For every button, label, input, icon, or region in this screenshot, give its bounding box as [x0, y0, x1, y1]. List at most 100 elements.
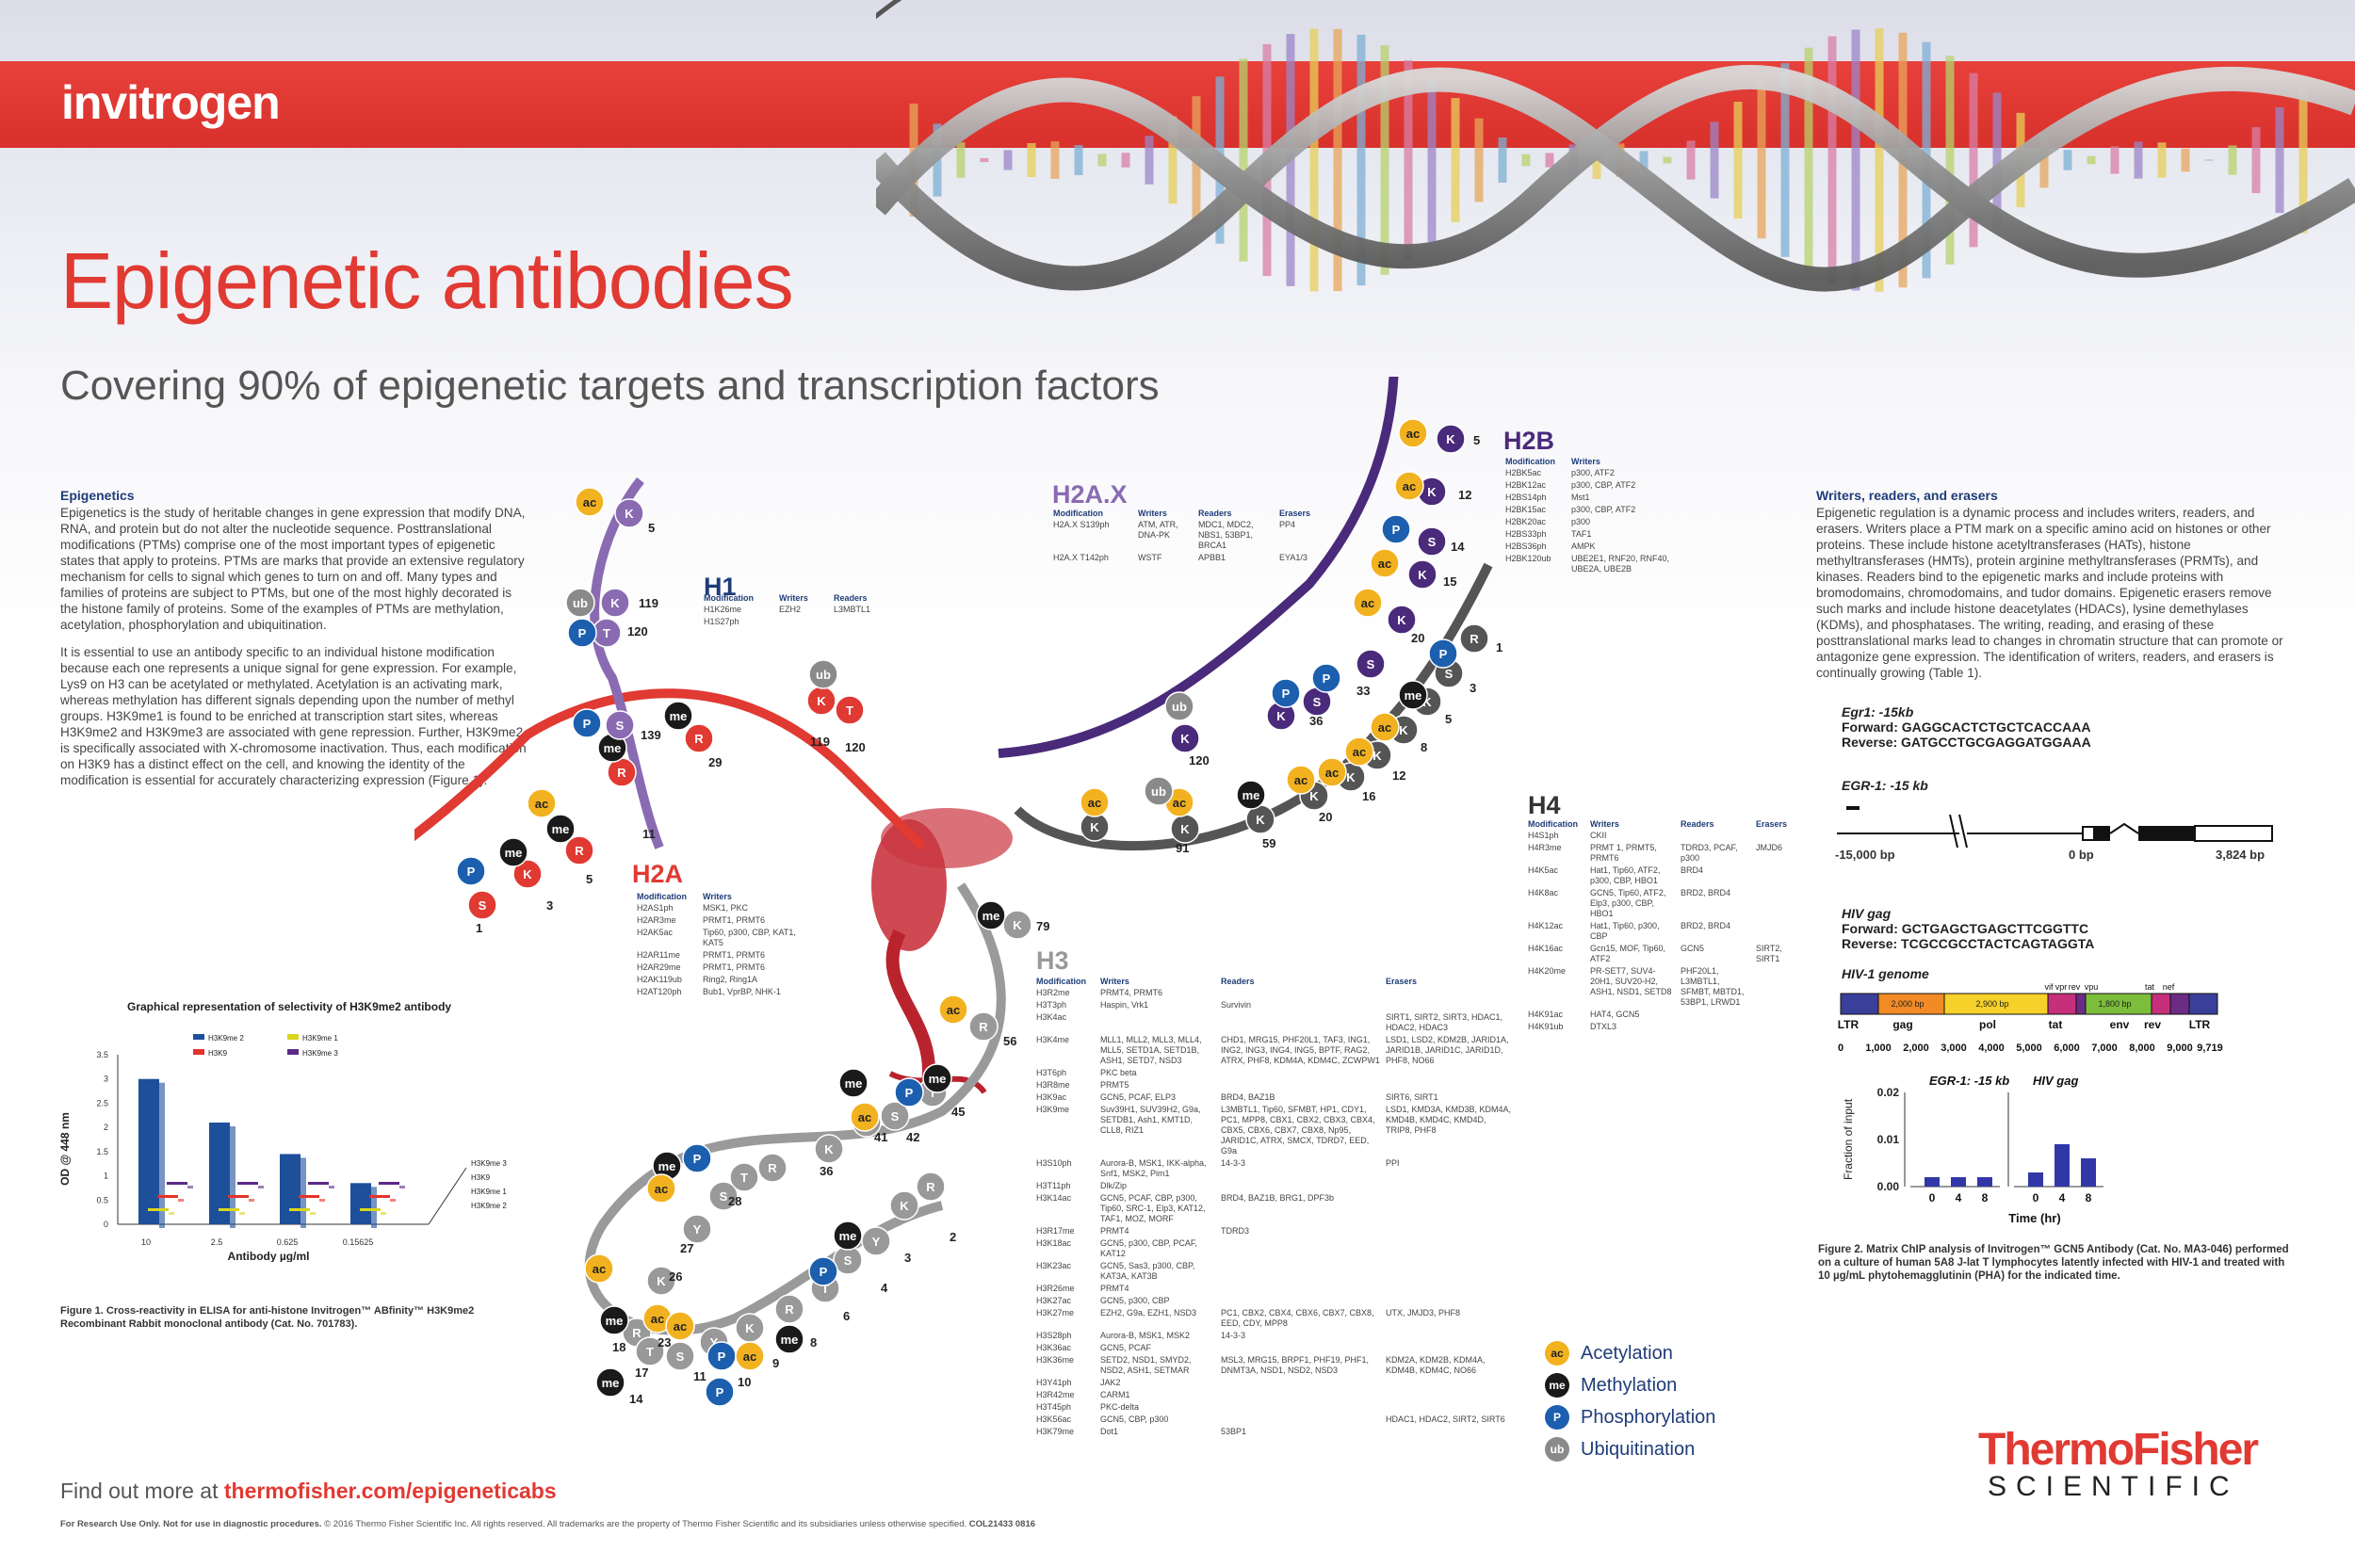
bar [379, 1182, 399, 1185]
genome-segment [2169, 993, 2190, 1015]
svg-text:Y: Y [872, 1235, 881, 1249]
table-header: Modification [1528, 819, 1578, 829]
y-tick-label: 2.5 [96, 1098, 108, 1107]
residue-number: 14 [1451, 540, 1465, 554]
residue-number: 79 [1036, 919, 1049, 933]
writers-paragraph: Epigenetic regulation is a dynamic proce… [1816, 506, 2283, 680]
table-cell: H3K14ac [1036, 1193, 1072, 1203]
y-tick-label: 0 [104, 1220, 108, 1229]
table-cell: UBE2E1, RNF20, RNF40, UBE2A, UBE2B [1571, 554, 1670, 574]
residue-bead: K [600, 588, 630, 618]
acetylation-icon: ac [1398, 418, 1428, 448]
table-cell: Dot1 [1100, 1427, 1119, 1436]
residue-number: 23 [658, 1335, 671, 1350]
svg-text:me: me [781, 1333, 799, 1347]
x-tick-label: 0 [2033, 1191, 2039, 1204]
acetylation-icon: ac [1545, 1341, 1569, 1366]
histone-label-h1: H1 [704, 573, 737, 601]
bar [350, 1183, 371, 1224]
table-cell [1100, 1012, 1221, 1033]
table-cell: SIRT6, SIRT1 [1386, 1092, 1438, 1102]
svg-text:S: S [1313, 695, 1322, 709]
svg-text:ac: ac [1294, 773, 1307, 787]
svg-text:me: me [839, 1229, 857, 1243]
table-cell: H4K91ub [1528, 1022, 1564, 1031]
x-axis-label: Time (hr) [2008, 1211, 2060, 1225]
acetylation-icon: ac [850, 1102, 880, 1132]
svg-text:R: R [632, 1326, 642, 1340]
residue-bead: R [1459, 623, 1489, 654]
svg-text:K: K [1256, 813, 1265, 827]
residue-number: 8 [1421, 740, 1427, 754]
residue-number: 119 [639, 596, 658, 610]
egr1-tick-end: 3,824 bp [2216, 848, 2266, 862]
residue-number: 139 [641, 728, 661, 742]
table-cell: H3R42me [1036, 1390, 1075, 1399]
legend-item-methylation: me Methylation [1545, 1369, 1715, 1401]
hiv-gag-reverse: Reverse: TCGCCGCCTACTCAGTAGGTA [1842, 936, 2095, 951]
table-cell: L3MBTL1, Tip60, SFMBT, HP1, CDY1, PC1, M… [1221, 1105, 1375, 1156]
table-cell [1756, 1010, 1801, 1020]
table-cell: H2BK5ac [1505, 468, 1542, 477]
table-header: Readers [1221, 977, 1255, 986]
residue-number: 3 [1470, 681, 1476, 695]
egr1-gene-track [1837, 806, 2273, 849]
residue-bead: K [889, 1190, 919, 1220]
residue-bead: K [1002, 910, 1032, 940]
svg-text:R: R [785, 1302, 794, 1317]
bar-side [169, 1212, 174, 1215]
footer-url-link[interactable]: thermofisher.com/epigeneticabs [223, 1479, 557, 1503]
residue-bead: K [814, 1134, 844, 1164]
bar [280, 1154, 300, 1224]
y-axis-label: OD @ 448 nm [58, 1112, 72, 1186]
svg-text:me: me [602, 1376, 620, 1390]
svg-text:ac: ac [535, 797, 548, 811]
gene-label: env [2110, 1018, 2130, 1031]
residue-bead: K [512, 859, 543, 889]
svg-text:ac: ac [743, 1350, 756, 1364]
hiv-genome-label: HIV-1 genome [1842, 966, 1929, 981]
table-cell: H2BS33ph [1505, 529, 1547, 539]
svg-text:K: K [625, 507, 634, 521]
bar-side [230, 1126, 236, 1228]
residue-number: 2 [950, 1230, 956, 1244]
table-cell [1221, 1296, 1386, 1306]
table-header: Writers [779, 593, 808, 603]
svg-text:P: P [583, 717, 592, 731]
svg-text:Y: Y [693, 1222, 702, 1237]
bar [167, 1182, 187, 1185]
table-cell [1681, 1010, 1756, 1020]
table-cell: GCN5, CBP, p300 [1100, 1414, 1169, 1424]
residue-bead: S [1302, 687, 1332, 717]
svg-text:me: me [1242, 788, 1260, 802]
bar-side [319, 1199, 325, 1202]
y-tick-label: 3 [104, 1075, 108, 1084]
table-cell [1221, 1390, 1386, 1400]
svg-text:ac: ac [1403, 479, 1416, 493]
table-cell [1756, 921, 1801, 942]
table-cell: H3T3ph [1036, 1000, 1067, 1010]
bar [148, 1208, 169, 1211]
bar-chart-title: Graphical representation of selectivity … [127, 1000, 452, 1013]
svg-text:K: K [1090, 820, 1099, 834]
table-cell: Dlk/Zip [1100, 1181, 1128, 1190]
residue-number: 41 [874, 1130, 887, 1144]
legend-swatch [193, 1049, 204, 1055]
table-cell: H4K12ac [1528, 921, 1564, 930]
svg-text:ac: ac [1325, 766, 1339, 780]
footer-fine-print: For Research Use Only. Not for use in di… [60, 1519, 1036, 1529]
acetylation-icon: ac [1370, 548, 1400, 578]
bar [289, 1208, 310, 1211]
ubiquitination-icon: ub [808, 659, 838, 689]
residue-number: 5 [648, 521, 655, 535]
